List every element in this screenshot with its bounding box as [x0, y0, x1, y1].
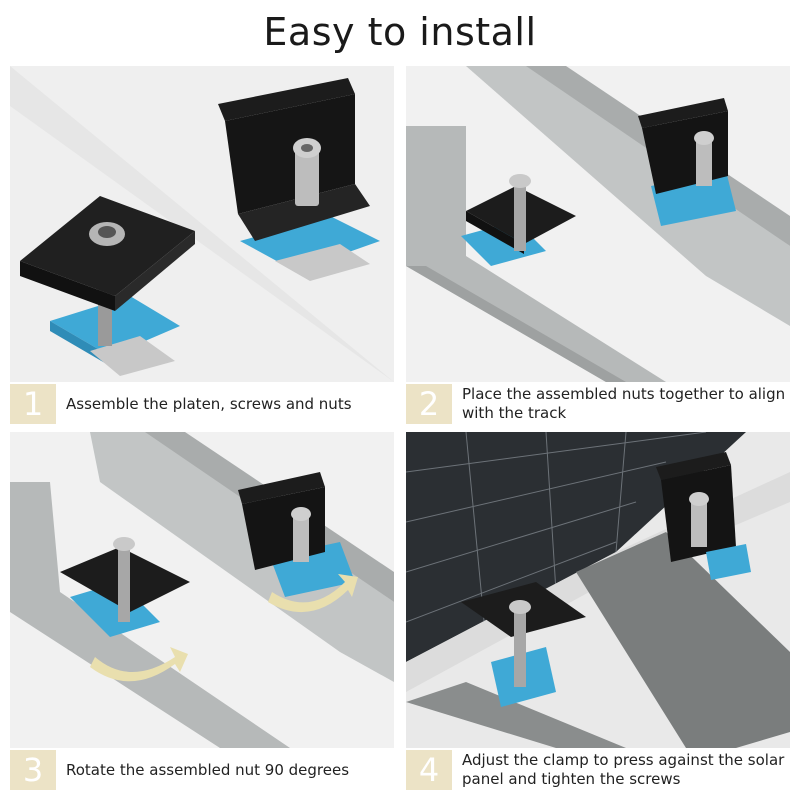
mid-clamp-icon — [20, 196, 195, 376]
step-2-image — [406, 66, 790, 382]
step-1-number: 1 — [10, 384, 56, 424]
step-4-image — [406, 432, 790, 748]
rotation-arrow-icon — [90, 647, 188, 682]
step-3-image — [10, 432, 394, 748]
end-clamp-icon — [238, 472, 355, 597]
end-clamp-icon — [218, 78, 380, 281]
mid-clamp-icon — [461, 582, 586, 707]
end-clamp-icon — [656, 452, 751, 580]
mid-clamp-icon — [60, 537, 190, 637]
step-2-text: Place the assembled nuts together to ali… — [462, 385, 786, 422]
step-4-caption: 4 Adjust the clamp to press against the … — [406, 750, 790, 790]
step-1-text: Assemble the platen, screws and nuts — [66, 394, 352, 413]
step-3-text: Rotate the assembled nut 90 degrees — [66, 760, 350, 779]
step-2-number: 2 — [406, 384, 452, 424]
step-1-image — [10, 66, 394, 382]
step-4-text: Adjust the clamp to press against the so… — [462, 751, 785, 788]
rotation-arrow-icon — [268, 574, 358, 613]
strut-rail-icon — [406, 532, 790, 748]
step-4-number: 4 — [406, 750, 452, 790]
step-3-caption: 3 Rotate the assembled nut 90 degrees — [10, 750, 394, 790]
step-3-number: 3 — [10, 750, 56, 790]
step-2-caption: 2 Place the assembled nuts together to a… — [406, 384, 790, 424]
end-clamp-icon — [638, 98, 736, 226]
step-1-caption: 1 Assemble the platen, screws and nuts — [10, 384, 394, 424]
page-title: Easy to install — [263, 10, 537, 54]
mid-clamp-icon — [461, 174, 576, 266]
